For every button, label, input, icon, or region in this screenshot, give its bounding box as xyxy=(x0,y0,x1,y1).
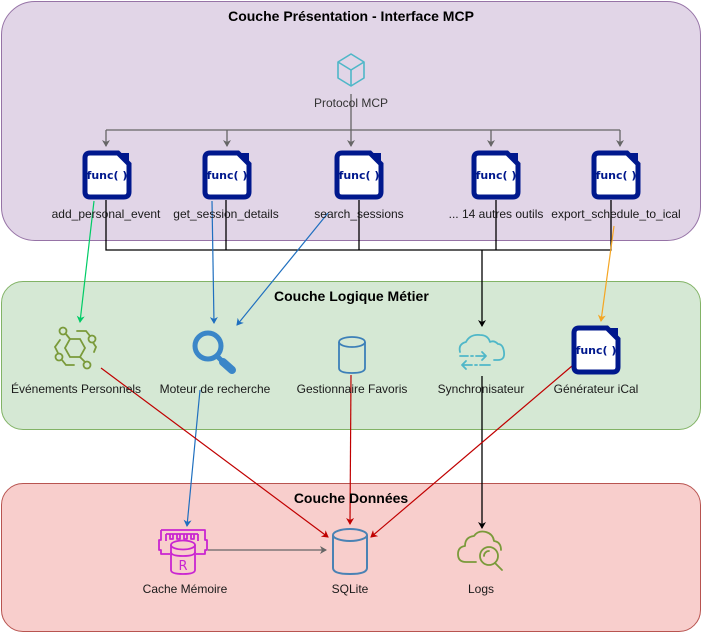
presentation-layer-title: Couche Présentation - Interface MCP xyxy=(228,8,474,24)
presentation-layer xyxy=(1,1,701,241)
function-icon: func( ) xyxy=(202,150,252,200)
magnifier-icon xyxy=(192,330,236,374)
func-text: func( ) xyxy=(596,169,637,182)
tool-label: export_schedule_to_ical xyxy=(551,207,681,221)
component-label: Cache Mémoire xyxy=(142,582,228,596)
cube-icon xyxy=(337,53,365,87)
logic-layer-title: Couche Logique Métier xyxy=(274,288,429,304)
func-text: func( ) xyxy=(207,169,248,182)
function-icon: func( ) xyxy=(334,150,384,200)
func-text: func( ) xyxy=(339,169,380,182)
cloud-sync-icon xyxy=(458,333,506,370)
function-icon: func( ) xyxy=(571,325,621,375)
protocol-mcp-label: Protocol MCP xyxy=(313,96,389,110)
database-icon xyxy=(332,528,368,576)
hexagon-network-icon xyxy=(53,326,98,370)
function-icon: func( ) xyxy=(591,150,641,200)
tool-label: add_personal_event xyxy=(51,207,161,221)
tool-label: search_sessions xyxy=(314,207,404,221)
component-label: Générateur iCal xyxy=(553,382,639,396)
component-label: Gestionnaire Favoris xyxy=(296,382,408,396)
component-label: Moteur de recherche xyxy=(159,382,271,396)
func-text: func( ) xyxy=(476,169,517,182)
component-label: Événements Personnels xyxy=(10,382,142,396)
memory-cache-icon: R xyxy=(158,529,208,575)
cloud-search-icon xyxy=(457,530,503,571)
tool-label: ... 14 autres outils xyxy=(448,207,544,221)
tool-label: get_session_details xyxy=(173,207,279,221)
component-label: Synchronisateur xyxy=(437,382,525,396)
func-text: func( ) xyxy=(576,344,617,357)
function-icon: func( ) xyxy=(471,150,521,200)
data-layer-title: Couche Données xyxy=(293,490,409,506)
cylinder-icon xyxy=(338,336,366,374)
func-text: func( ) xyxy=(87,169,128,182)
component-label: Logs xyxy=(467,582,495,596)
redis-r-text: R xyxy=(178,559,187,574)
component-label: SQLite xyxy=(331,582,369,596)
function-icon: func( ) xyxy=(82,150,132,200)
